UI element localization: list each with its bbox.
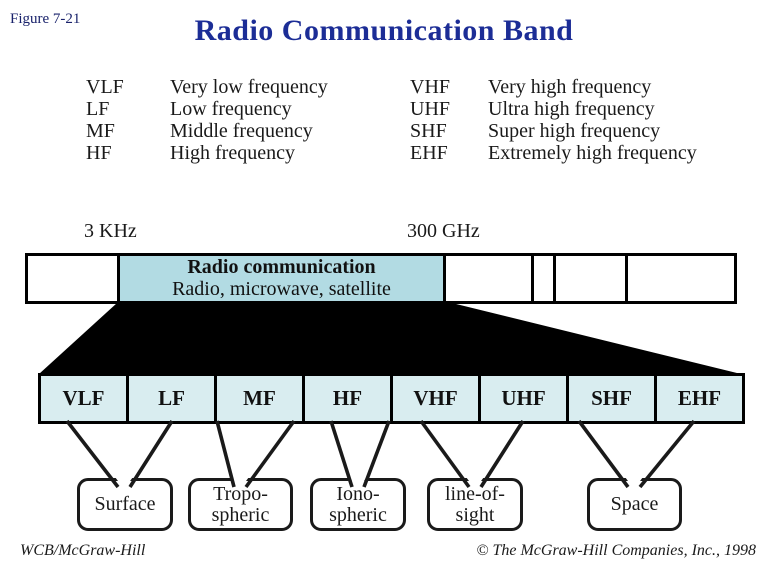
legend-desc: Very high frequency (488, 76, 652, 98)
legend-abbr: HF (86, 142, 112, 164)
legend-desc: Ultra high frequency (488, 98, 655, 120)
footer-publisher: WCB/McGraw-Hill (20, 542, 146, 559)
legend-desc: High frequency (170, 142, 295, 164)
scale-label-start: 3 KHz (84, 220, 137, 242)
expansion-trapezoid (39, 303, 741, 374)
propagation-box-surface: Surface (77, 478, 173, 531)
band-box-vlf: VLF (38, 373, 129, 424)
legend-desc: Middle frequency (170, 120, 313, 142)
page-title: Radio Communication Band (194, 14, 574, 47)
legend-abbr: VHF (410, 76, 451, 98)
band-box-lf: LF (126, 373, 217, 424)
legend-desc: Very low frequency (170, 76, 328, 98)
legend-abbr: MF (86, 120, 115, 142)
band-box-vhf: VHF (390, 373, 481, 424)
footer-copyright: © The McGraw-Hill Companies, Inc., 1998 (476, 542, 756, 559)
radio-segment-subtitle: Radio, microwave, satellite (172, 277, 391, 300)
radio-segment-title: Radio communication (187, 255, 376, 278)
figure-label: Figure 7-21 (10, 11, 81, 27)
propagation-box-tropospheric: Tropo- spheric (188, 478, 293, 531)
legend-row: VLF Very low frequency VHF Very high fre… (0, 76, 768, 98)
spectrum-bar: Radio communication Radio, microwave, sa… (25, 253, 737, 304)
band-box-hf: HF (302, 373, 393, 424)
bar-divider (531, 256, 534, 301)
legend-desc: Super high frequency (488, 120, 661, 142)
legend-desc: Low frequency (170, 98, 292, 120)
radio-communication-segment: Radio communication Radio, microwave, sa… (117, 256, 446, 301)
propagation-box-ionospheric: Iono- spheric (310, 478, 406, 531)
band-box-uhf: UHF (478, 373, 569, 424)
legend-abbr: VLF (86, 76, 124, 98)
band-box-mf: MF (214, 373, 305, 424)
legend-abbr: LF (86, 98, 110, 120)
scale-label-end: 300 GHz (407, 220, 480, 242)
legend-abbr: SHF (410, 120, 447, 142)
legend-abbr: EHF (410, 142, 448, 164)
bar-divider (625, 256, 628, 301)
legend-desc: Extremely high frequency (488, 142, 697, 164)
legend-row: LF Low frequency UHF Ultra high frequenc… (0, 98, 768, 120)
bar-divider (553, 256, 556, 301)
legend-row: HF High frequency EHF Extremely high fre… (0, 142, 768, 164)
legend-abbr: UHF (410, 98, 451, 120)
propagation-box-line-of-sight: line-of- sight (427, 478, 523, 531)
propagation-box-space: Space (587, 478, 682, 531)
band-box-ehf: EHF (654, 373, 745, 424)
band-box-shf: SHF (566, 373, 657, 424)
legend-row: MF Middle frequency SHF Super high frequ… (0, 120, 768, 142)
